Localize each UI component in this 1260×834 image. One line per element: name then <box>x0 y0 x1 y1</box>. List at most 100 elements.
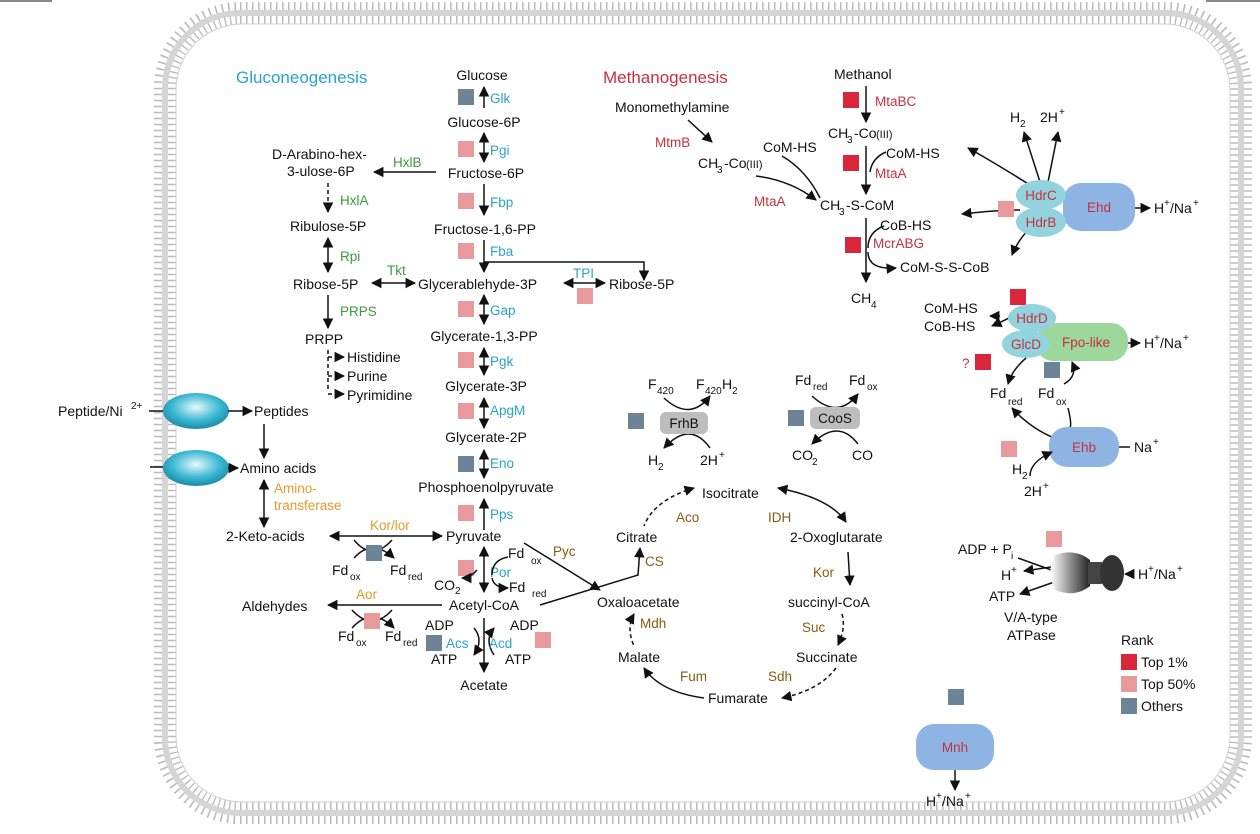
svg-text:+: + <box>1154 333 1160 344</box>
svg-text:Phosphoenolpyruvate: Phosphoenolpyruvate <box>418 479 554 495</box>
svg-text:Fd: Fd <box>509 579 525 595</box>
svg-text:Methanol: Methanol <box>834 66 892 82</box>
fpo-like-complex <box>1036 323 1128 361</box>
svg-text:2H: 2H <box>1024 483 1042 499</box>
frhb-cooS: F 420 F 420 H 2 FrhB H 2 2H + Fd red Fd … <box>628 372 878 473</box>
svg-text:Tkt: Tkt <box>387 263 406 278</box>
svg-text:Others: Others <box>1141 698 1183 714</box>
svg-text:2: 2 <box>1022 471 1028 482</box>
svg-text:ATPase: ATPase <box>1007 627 1056 643</box>
svg-text:CH: CH <box>828 125 848 141</box>
svg-text:ox: ox <box>356 638 367 649</box>
svg-text:succinyl-CoA: succinyl-CoA <box>788 594 870 610</box>
svg-text:ATP: ATP <box>989 588 1015 604</box>
svg-text:Glucose-6P: Glucose-6P <box>447 114 520 130</box>
svg-text:H: H <box>1012 461 1022 477</box>
svg-text:Fd: Fd <box>990 385 1006 401</box>
svg-text:Ribose-5P: Ribose-5P <box>293 276 358 292</box>
svg-text:Succinate: Succinate <box>796 649 858 665</box>
svg-text:Fd: Fd <box>1038 385 1054 401</box>
svg-text:ADP: ADP <box>510 617 539 633</box>
svg-text:ox: ox <box>867 382 878 393</box>
svg-text:420: 420 <box>705 386 722 397</box>
svg-text:2-Oxoglutarate: 2-Oxoglutarate <box>790 529 883 545</box>
svg-text:-Co: -Co <box>724 155 747 171</box>
svg-text:Fd: Fd <box>390 562 406 578</box>
svg-text:Fd: Fd <box>332 562 348 578</box>
svg-text:Monomethylamine: Monomethylamine <box>615 99 730 115</box>
svg-text:ADP: ADP <box>425 617 454 633</box>
svg-text:H: H <box>1010 109 1020 125</box>
svg-text:H: H <box>1154 200 1164 216</box>
svg-text:McrABG: McrABG <box>873 236 924 251</box>
svg-text:2: 2 <box>455 586 461 597</box>
svg-text:CO: CO <box>434 577 455 593</box>
svg-text:Rpi: Rpi <box>340 249 360 264</box>
amino-acid-transporter <box>163 450 229 486</box>
svg-text:Fum: Fum <box>680 669 707 684</box>
svg-text:Kor/lor: Kor/lor <box>370 518 410 533</box>
svg-text:Acetyl-CoA: Acetyl-CoA <box>449 597 520 613</box>
svg-text:HdrC: HdrC <box>1025 188 1057 203</box>
svg-text:Fumarate: Fumarate <box>708 690 768 706</box>
left-metabolism: Peptide/Ni 2+ Peptides Amino acids Amino… <box>58 393 444 649</box>
svg-text:H: H <box>648 452 658 468</box>
svg-text:Ehd: Ehd <box>1087 200 1111 215</box>
svg-text:H: H <box>1144 335 1154 351</box>
svg-text:Fd: Fd <box>849 372 865 388</box>
svg-text:(III): (III) <box>746 159 763 171</box>
svg-text:Mnh: Mnh <box>942 740 968 755</box>
svg-text:CO: CO <box>792 447 813 463</box>
svg-text:Glycerate-2P: Glycerate-2P <box>445 429 527 445</box>
svg-text:Pyc: Pyc <box>553 544 576 559</box>
svg-text:red: red <box>403 638 417 649</box>
svg-text:CoB-HS: CoB-HS <box>924 318 975 334</box>
svg-text:?: ? <box>962 356 970 371</box>
methanogenesis-pathway: Methanol MtaBC Monomethylamine MtmB CH 3… <box>615 66 989 311</box>
svg-text:Sdh: Sdh <box>768 669 792 684</box>
svg-text:Aor: Aor <box>356 587 378 602</box>
svg-text:F: F <box>648 376 657 392</box>
svg-text:Isocitrate: Isocitrate <box>702 485 759 501</box>
hdrb-complex <box>1016 207 1066 237</box>
svg-text:ox: ox <box>1056 397 1067 408</box>
svg-text:3: 3 <box>847 135 853 146</box>
svg-text:ox: ox <box>350 572 361 583</box>
svg-text:-S-CoM: -S-CoM <box>846 197 894 213</box>
svg-text:Suc: Suc <box>802 620 826 635</box>
svg-text:+: + <box>1148 564 1154 575</box>
glcd-complex <box>1002 330 1050 358</box>
svg-text:Na: Na <box>1134 439 1152 455</box>
svg-text:Glycerablehyde-3P: Glycerablehyde-3P <box>418 276 537 292</box>
svg-text:/Na: /Na <box>1154 566 1176 582</box>
svg-text:CO: CO <box>852 447 873 463</box>
svg-text:2H: 2H <box>1040 109 1058 125</box>
svg-text:Amino-: Amino- <box>274 481 317 496</box>
svg-text:TPI: TPI <box>573 266 594 281</box>
svg-text:+: + <box>1059 107 1065 118</box>
svg-text:Amino acids: Amino acids <box>240 460 316 476</box>
svg-text:3: 3 <box>717 165 723 176</box>
coos-complex <box>810 407 860 429</box>
svg-text:Mdh: Mdh <box>640 616 666 631</box>
svg-text:Gap: Gap <box>490 303 516 318</box>
svg-text:Glycerate-1,3-PP: Glycerate-1,3-PP <box>430 328 537 344</box>
svg-text:ox: ox <box>531 556 542 567</box>
svg-text:D-Arabino-hex-: D-Arabino-hex- <box>272 146 367 162</box>
svg-text:Ribulose-5P: Ribulose-5P <box>290 218 366 234</box>
svg-text:transferase: transferase <box>274 498 342 513</box>
svg-text:Ribose-5P: Ribose-5P <box>609 276 674 292</box>
svg-text:Aldehydes: Aldehydes <box>242 598 307 614</box>
svg-text:F: F <box>696 376 705 392</box>
svg-text:PRPS: PRPS <box>340 304 377 319</box>
membrane-complexes: H 2 2H + Ehd HdrC HdrB H + /Na + CoM-HS … <box>916 107 1199 809</box>
svg-text:Acd: Acd <box>489 636 512 651</box>
svg-text:Pgk: Pgk <box>490 354 514 369</box>
svg-text:Citrate: Citrate <box>616 529 657 545</box>
svg-text:2+: 2+ <box>131 401 143 412</box>
svg-text:Rank: Rank <box>1121 632 1155 648</box>
svg-text:H: H <box>1138 566 1148 582</box>
svg-text:HxlA: HxlA <box>340 193 369 208</box>
atpase-complex <box>1050 552 1090 594</box>
